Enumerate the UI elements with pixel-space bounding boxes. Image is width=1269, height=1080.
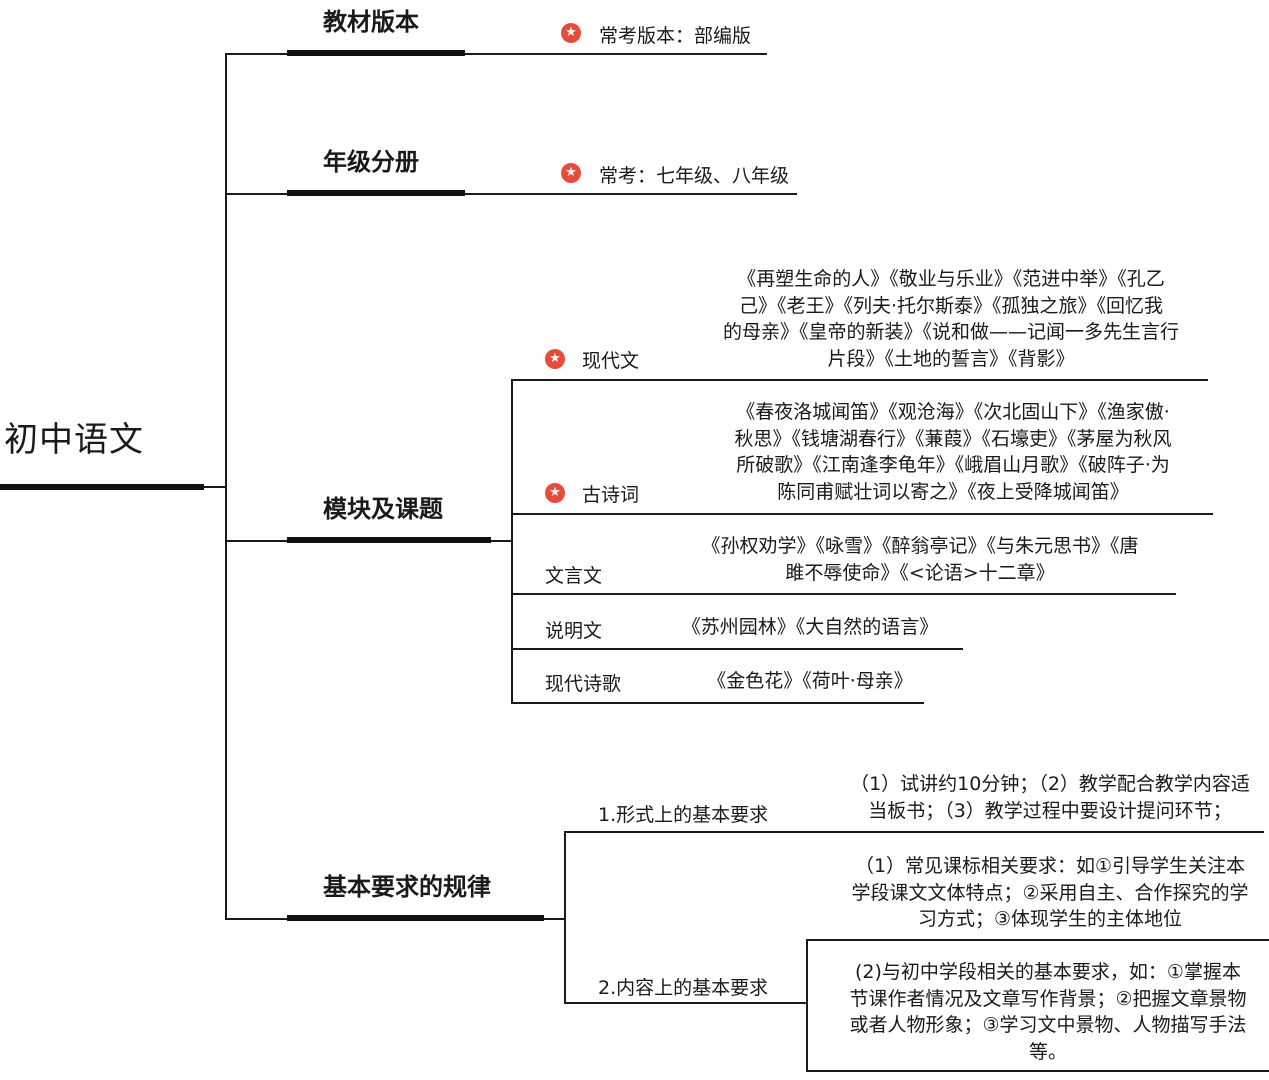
modules-underline — [287, 537, 491, 543]
module-label-classical-prose: 文言文 — [545, 565, 603, 587]
requirements-stub — [544, 918, 565, 920]
root-title: 初中语文 — [4, 420, 144, 460]
module-label-classical-poetry: 古诗词 — [582, 484, 640, 506]
grade-underline — [287, 190, 465, 196]
modules-connector — [225, 540, 287, 542]
requirements-connector — [225, 918, 287, 920]
requirements-trunk — [564, 831, 566, 1002]
modules-stub — [491, 540, 512, 542]
star-badge-icon: ★ — [545, 483, 565, 503]
edition-underline — [287, 50, 465, 56]
edition-connector — [225, 53, 287, 55]
req-content-sub1: （1）常见课标相关要求：如①引导学生关注本 学段课文文体特点；②采用自主、合作探… — [851, 855, 1249, 930]
module-lessons-expository: 《苏州园林》《大自然的语言》 — [681, 616, 939, 638]
modules-trunk — [511, 379, 513, 703]
root-connector — [204, 486, 226, 488]
module-lessons-classical-poetry: 《春夜洛城闻笛》《观沧海》《次北固山下》《渔家傲· 秋思》《钱塘湖春行》《蒹葭》… — [734, 401, 1172, 503]
module-line-classical-prose — [511, 593, 1176, 595]
req-form-label: 1.形式上的基本要求 — [598, 804, 769, 826]
grade-connector — [225, 193, 287, 195]
requirements-title: 基本要求的规律 — [323, 873, 491, 901]
module-line-expository — [511, 648, 963, 650]
grade-leaf-line — [465, 193, 797, 195]
main-trunk — [225, 53, 227, 919]
req-content-trunk — [806, 939, 808, 1071]
star-badge-icon: ★ — [561, 23, 581, 43]
req-content-line — [564, 1002, 807, 1004]
module-lessons-modern-prose: 《再塑生命的人》《敬业与乐业》《范进中举》《孔乙 己》《老王》《列夫·托尔斯泰》… — [722, 268, 1179, 370]
star-badge-icon: ★ — [561, 163, 581, 183]
req-content-sub2: (2)与初中学段相关的基本要求，如：①掌握本 节课作者情况及文章写作背景；②把握… — [849, 961, 1247, 1063]
edition-leaf: 常考版本：部编版 — [599, 25, 752, 47]
module-lessons-modern-poetry: 《金色花》《荷叶·母亲》 — [707, 670, 913, 692]
grade-title: 年级分册 — [323, 148, 419, 176]
module-label-modern-poetry: 现代诗歌 — [545, 673, 622, 695]
module-line-classical-poetry — [511, 513, 1213, 515]
module-line-modern-poetry — [511, 702, 924, 704]
edition-leaf-line — [465, 53, 767, 55]
req-content-label: 2.内容上的基本要求 — [598, 977, 769, 999]
root-underline — [0, 484, 204, 490]
grade-leaf: 常考：七年级、八年级 — [599, 165, 790, 187]
module-label-expository: 说明文 — [545, 620, 603, 642]
requirements-underline — [287, 915, 544, 921]
star-badge-icon: ★ — [545, 349, 565, 369]
req-form-text: （1）试讲约10分钟；（2）教学配合教学内容适 当板书；（3）教学过程中要设计提… — [850, 773, 1250, 822]
module-lessons-classical-prose: 《孙权劝学》《咏雪》《醉翁亭记》《与朱元思书》《唐 雎不辱使命》《<论语>十二章… — [701, 535, 1139, 584]
module-line-modern-prose — [511, 379, 1208, 381]
req-form-line — [564, 831, 1264, 833]
module-label-modern-prose: 现代文 — [582, 350, 640, 372]
req-content-top-line — [806, 939, 1269, 941]
req-content-bottom-line — [806, 1070, 1269, 1072]
modules-title: 模块及课题 — [323, 495, 443, 523]
edition-title: 教材版本 — [323, 8, 419, 36]
